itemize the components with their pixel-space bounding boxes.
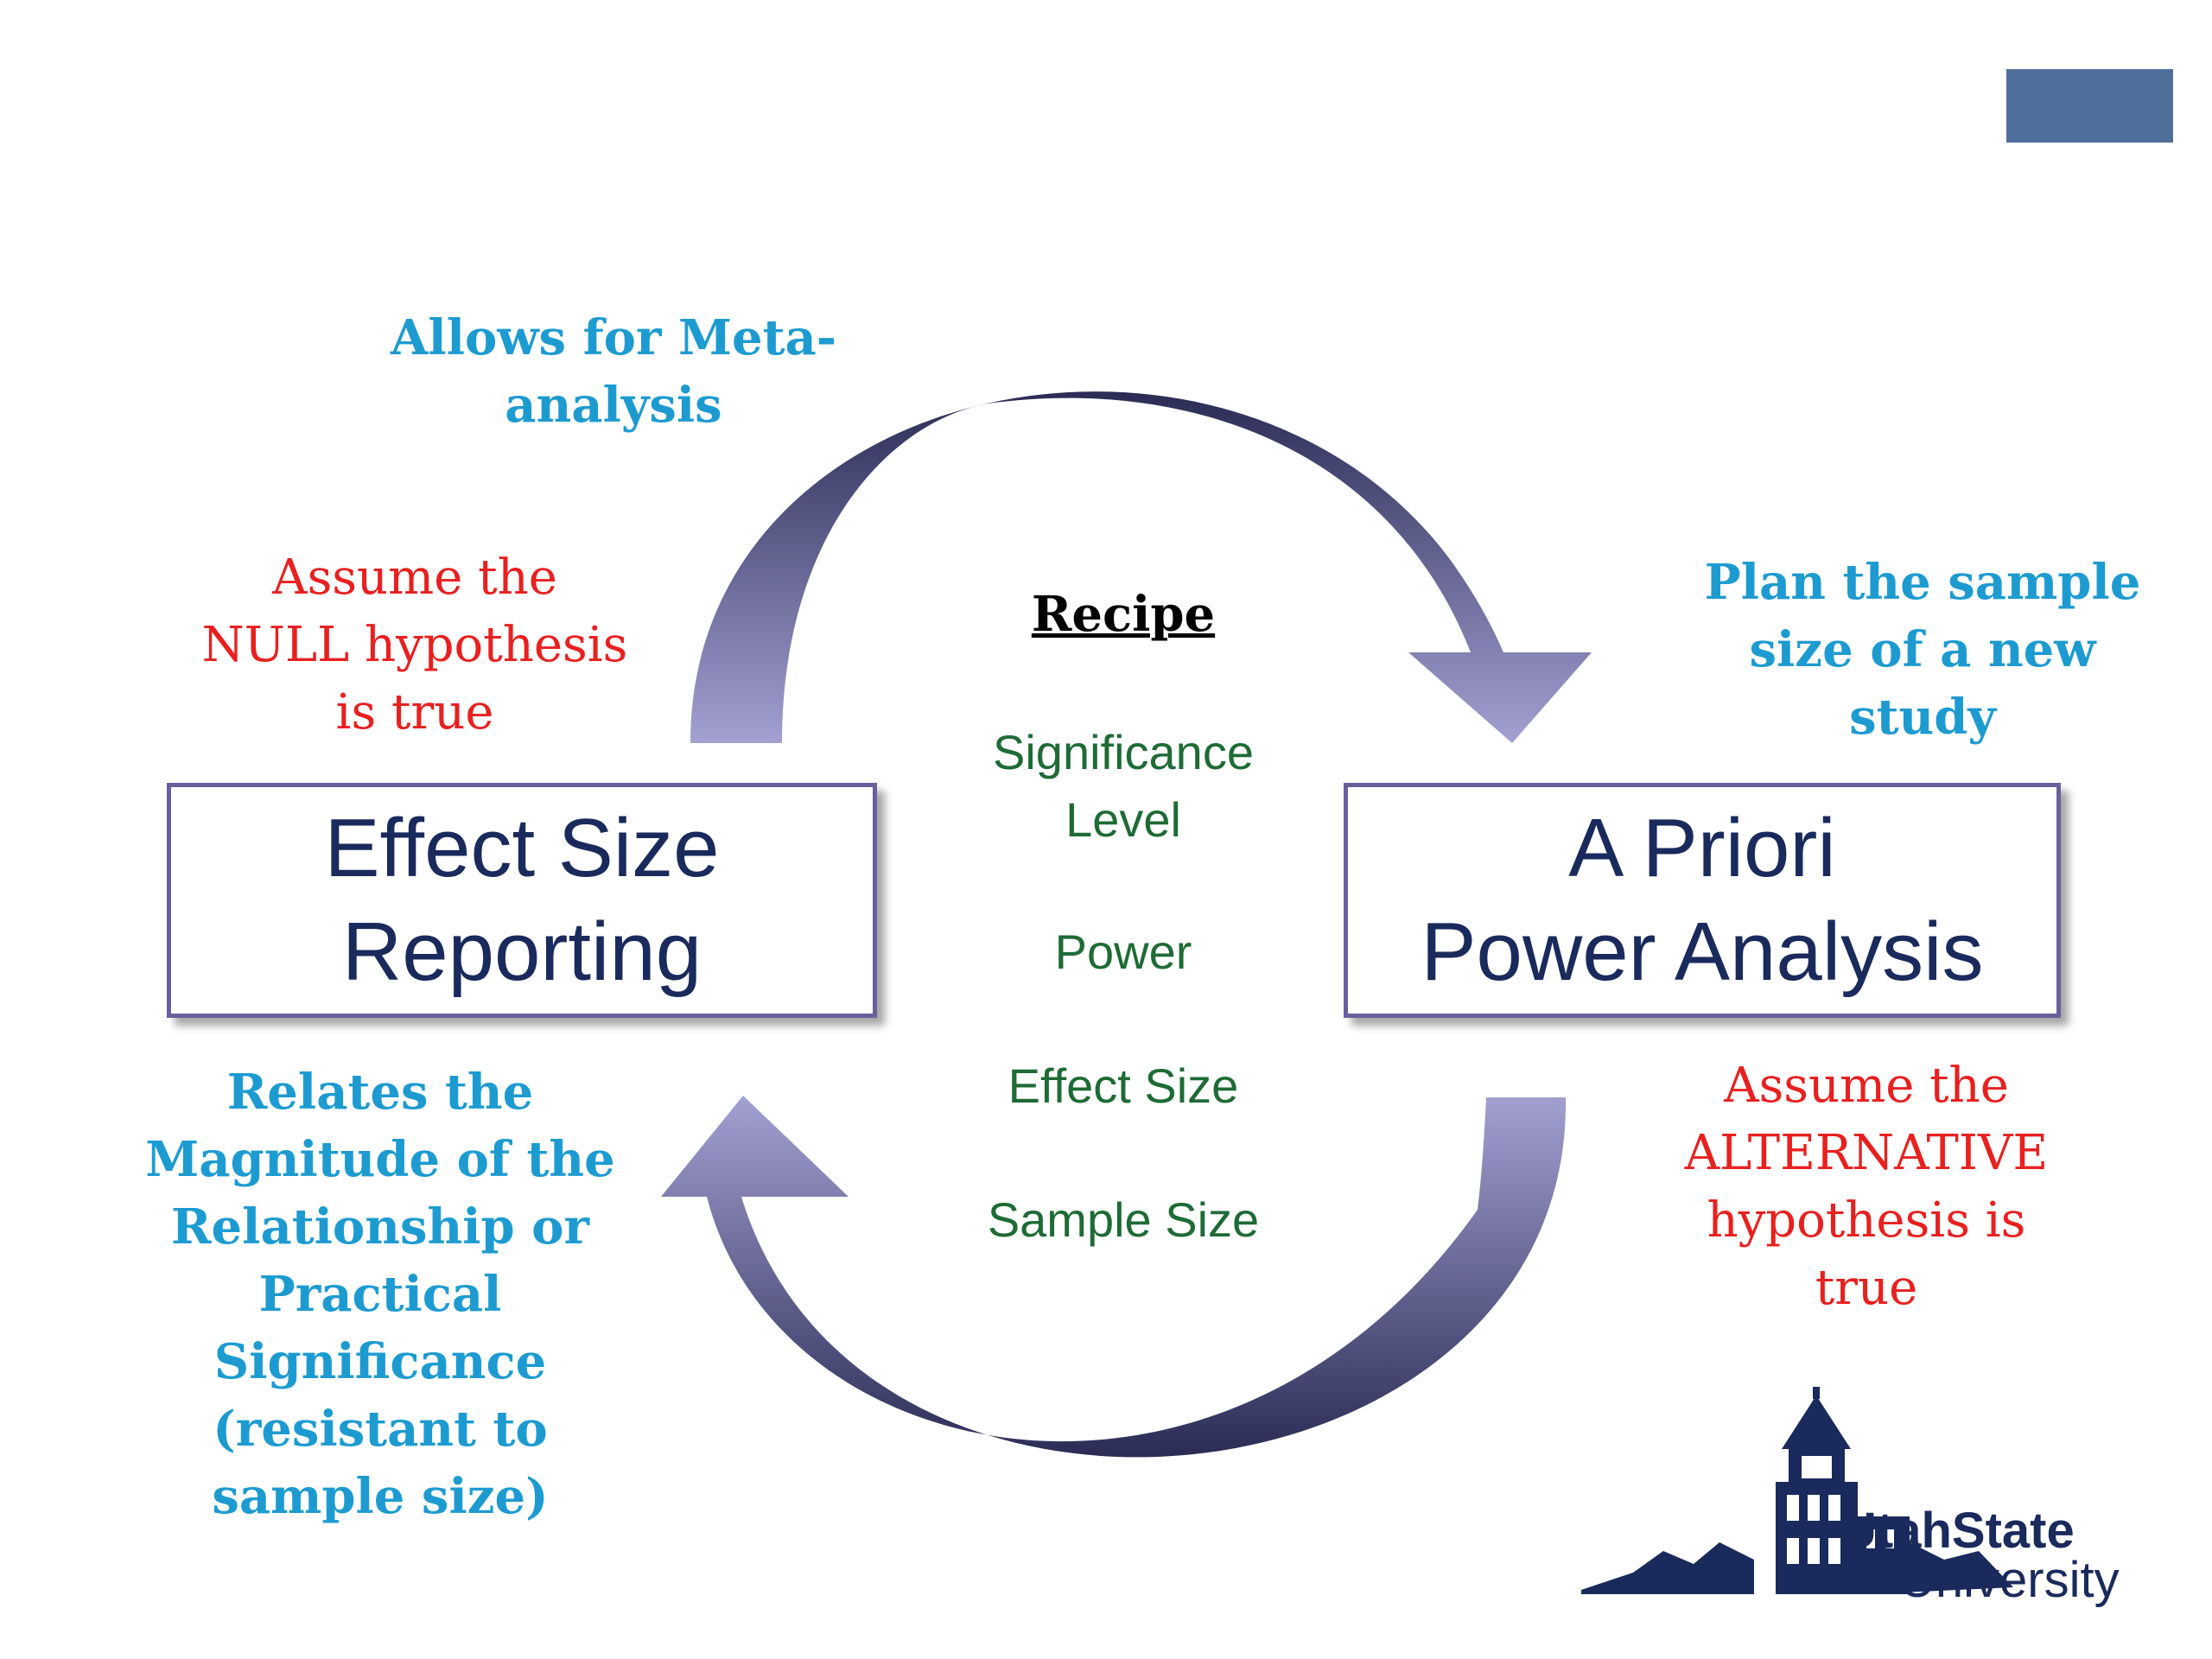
recipe-sample-size: Sample Size	[987, 1192, 1260, 1247]
bottom-arc-arrow	[661, 1096, 1567, 1458]
relates-note-line5: Significance	[213, 1333, 547, 1390]
null-note-line1: Assume the	[272, 550, 557, 606]
recipe-power: Power	[1054, 925, 1192, 979]
meta-analysis-note: Allows for Meta- analysis	[380, 304, 847, 439]
effect-box-line2: Reporting	[341, 906, 702, 998]
effect-box-line1: Effect Size	[324, 802, 720, 894]
power-box-line1: A Priori	[1568, 802, 1836, 894]
corner-accent-rectangle	[2006, 69, 2173, 143]
relates-note-line2: Magnitude of the	[145, 1131, 615, 1188]
top-arc-arrow	[690, 391, 1592, 743]
relates-note-line7: sample size)	[212, 1468, 549, 1525]
plan-note-line3: study	[1849, 689, 1996, 746]
logo-text-line2: University	[1899, 1552, 2120, 1608]
meta-note-line2: analysis	[505, 377, 722, 434]
power-box-line2: Power Analysis	[1421, 906, 1984, 998]
plan-note-line1: Plan the sample	[1704, 554, 2141, 611]
recipe-significance-level: Significance Level	[890, 719, 1357, 854]
null-hypothesis-note: Assume the NULL hypothesis is true	[173, 544, 657, 747]
recipe-effect-size: Effect Size	[1007, 1058, 1239, 1113]
alternative-hypothesis-note: Assume the ALTERNATIVE hypothesis is tru…	[1624, 1052, 2108, 1322]
a-priori-power-analysis-box: A Priori Power Analysis	[1344, 783, 2061, 1018]
relates-note-line3: Relationship or	[171, 1198, 589, 1255]
plan-note-line2: size of a new	[1749, 621, 2096, 678]
alt-note-line2: ALTERNATIVE	[1684, 1125, 2049, 1181]
alt-note-line4: true	[1815, 1260, 1918, 1316]
alt-note-line3: hypothesis is	[1707, 1192, 2026, 1249]
effect-size-reporting-box: Effect Size Reporting	[167, 783, 877, 1018]
logo-text-line1: UtahState	[1840, 1503, 2075, 1559]
relates-note-line6: (resistant to	[213, 1401, 548, 1458]
plan-sample-note: Plan the sample size of a new study	[1672, 549, 2173, 751]
recipe-title: Recipe	[1031, 586, 1216, 643]
null-note-line3: is true	[335, 684, 494, 741]
university-building-logo	[1581, 1387, 2013, 1594]
alt-note-line1: Assume the	[1724, 1058, 2009, 1114]
meta-note-line1: Allows for Meta-	[390, 309, 837, 366]
relates-note-line1: Relates the	[226, 1064, 534, 1121]
recipe-significance-line2: Level	[1065, 792, 1181, 847]
relates-magnitude-note: Relates the Magnitude of the Relationshi…	[121, 1058, 639, 1530]
relates-note-line4: Practical	[258, 1266, 502, 1323]
recipe-significance-line1: Significance	[993, 725, 1254, 779]
null-note-line2: NULL hypothesis	[201, 617, 628, 673]
